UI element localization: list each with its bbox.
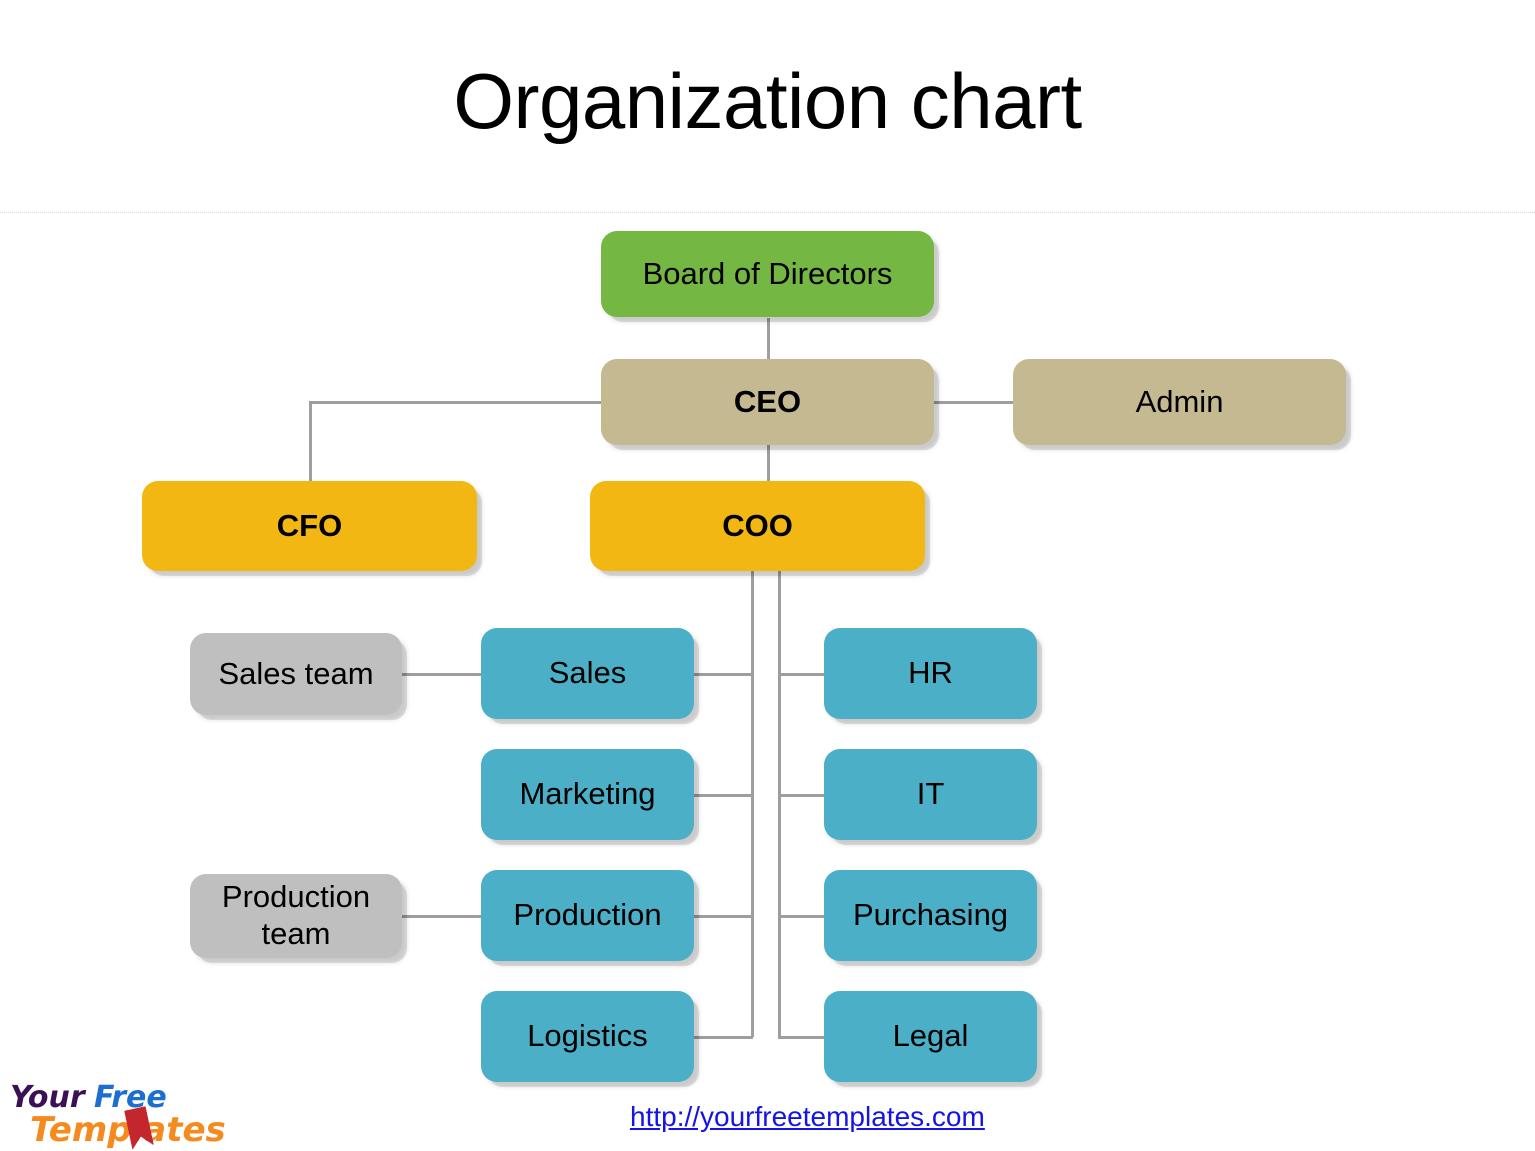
connector-ceo-cfo-vertical (309, 401, 312, 481)
connector-sales-salesteam (400, 673, 482, 676)
node-label: Sales (548, 655, 627, 691)
connector-spine-marketing (694, 794, 753, 797)
node-purchasing[interactable]: Purchasing (824, 870, 1037, 961)
node-label: Legal (892, 1018, 969, 1054)
connector-coo-left-spine (751, 571, 754, 1037)
connector-ceo-cfo-horizontal (309, 401, 604, 404)
node-label: Production (513, 897, 662, 933)
node-cfo[interactable]: CFO (142, 481, 477, 571)
node-label: CEO (733, 383, 802, 419)
logo-word-free: Free (94, 1080, 167, 1115)
node-production[interactable]: Production (481, 870, 694, 961)
connector-spine-purchasing (778, 915, 825, 918)
connector-coo-right-spine (778, 571, 781, 1037)
connector-spine-legal (778, 1036, 825, 1039)
node-admin[interactable]: Admin (1013, 359, 1346, 445)
connector-production-productionteam (400, 915, 482, 918)
node-label: Sales team (218, 655, 374, 691)
node-label: Marketing (519, 776, 656, 812)
website-link[interactable]: http://yourfreetemplates.com (630, 1101, 985, 1132)
node-label: Admin (1135, 383, 1224, 419)
connector-spine-it (778, 794, 825, 797)
connector-spine-sales (694, 673, 753, 676)
node-label: Logistics (527, 1018, 648, 1054)
title-divider (0, 212, 1535, 213)
page-title: Organization chart (453, 57, 1082, 145)
logo-word-your: Your (10, 1080, 85, 1115)
node-logistics[interactable]: Logistics (481, 991, 694, 1082)
node-label: HR (908, 655, 953, 691)
connector-spine-hr (778, 673, 825, 676)
node-marketing[interactable]: Marketing (481, 749, 694, 840)
node-board-of-directors[interactable]: Board of Directors (601, 231, 934, 317)
connector-spine-production (694, 915, 753, 918)
node-label: CFO (276, 507, 343, 543)
node-production-team[interactable]: Production team (190, 874, 402, 958)
node-ceo[interactable]: CEO (601, 359, 934, 445)
connector-board-ceo (767, 318, 770, 366)
node-label: Board of Directors (642, 255, 893, 291)
node-legal[interactable]: Legal (824, 991, 1037, 1082)
node-label: Production team (221, 879, 371, 951)
node-it[interactable]: IT (824, 749, 1037, 840)
node-coo[interactable]: COO (590, 481, 925, 571)
node-label: IT (916, 776, 945, 812)
connector-ceo-admin (933, 401, 1014, 404)
connector-spine-logistics (694, 1036, 753, 1039)
node-sales[interactable]: Sales (481, 628, 694, 719)
node-hr[interactable]: HR (824, 628, 1037, 719)
yourfreetemplates-logo[interactable]: Your Free Templates (8, 1078, 228, 1150)
node-sales-team[interactable]: Sales team (190, 633, 402, 715)
connector-ceo-coo (767, 445, 770, 483)
node-label: Purchasing (852, 897, 1009, 933)
node-label: COO (722, 507, 793, 543)
